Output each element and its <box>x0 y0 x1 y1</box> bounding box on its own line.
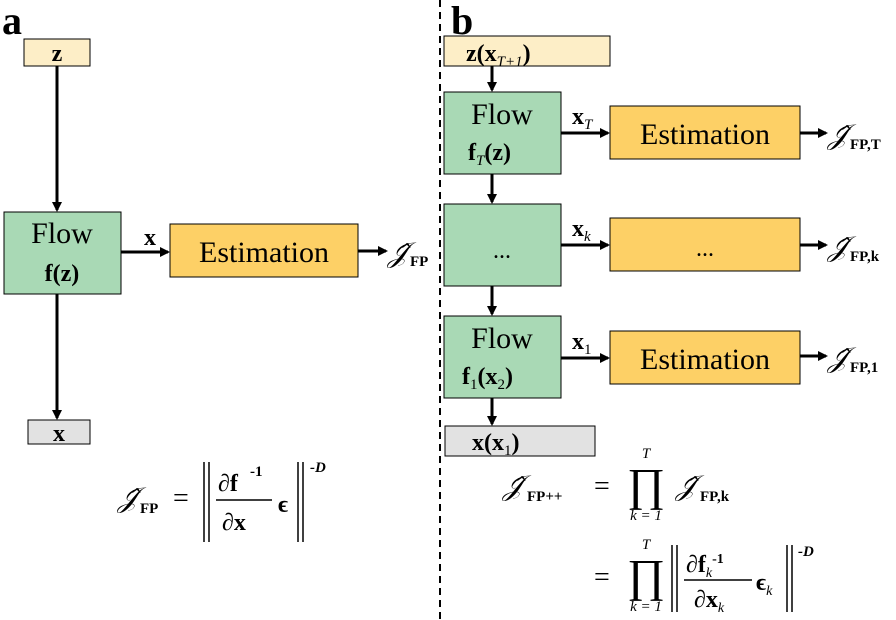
eq-a-denominator: ∂x <box>222 510 246 536</box>
panel-a-flow-box <box>3 211 122 295</box>
panel-b-estimation-k-box <box>609 217 801 272</box>
eq-b-exponent: -D <box>798 544 814 560</box>
eq-b-lhs-sub: FP++ <box>527 489 562 505</box>
panel-b-edge-k: xk <box>572 216 591 245</box>
panel-a-edge-var: x <box>144 225 156 251</box>
eq-b-num-sub: k <box>706 566 713 581</box>
edge-t-sub: T <box>584 117 594 133</box>
panel-b-final-sub: 1 <box>504 443 512 459</box>
panel-b-edge-t: xT <box>572 104 594 133</box>
panel-b-estimation-t-label: Estimation <box>640 118 770 151</box>
eq-a-exponent: -D <box>310 460 326 476</box>
flow-1-func-sub: 1 <box>470 377 478 393</box>
panel-b-flow-k-title: ... <box>493 238 511 264</box>
eq-b-equals-1: = <box>594 471 610 502</box>
panel-b-input-close: ) <box>523 41 531 67</box>
eq-a-lhs-sub: FP <box>140 501 158 517</box>
panel-b-equation: 𝒥̂ FP++ = T ∏ k = 1 𝒥̂ FP,k = T ∏ k = 1 … <box>501 446 814 616</box>
eq-b-numerator: ∂fk-1 <box>686 552 724 581</box>
panel-b-estimation-1-box <box>609 330 801 385</box>
eq-b-num-sup: -1 <box>712 552 724 567</box>
eq-b-prod-1: ∏ <box>627 459 665 510</box>
panel-b-final-main: x(x <box>472 430 504 456</box>
eq-b-num-main: ∂f <box>686 552 707 578</box>
eq-b-prod-bottom-1: k = 1 <box>630 508 662 524</box>
eq-b-eps-sub: k <box>766 584 773 599</box>
eq-b-term-sub: FP,k <box>700 489 730 505</box>
eq-b-denominator: ∂xk <box>694 587 725 616</box>
panel-b-output-t-sub: FP,T <box>850 137 881 153</box>
panel-b-flow-k-box <box>443 203 562 287</box>
panel-b-input-main: z(x <box>466 41 497 67</box>
panel-b-flow-1-box <box>443 315 562 399</box>
flow-t-func-name: f <box>468 140 477 166</box>
panel-b-final-label: x(x1) <box>472 430 520 459</box>
eq-b-prod-2: ∏ <box>627 550 665 601</box>
panel-b-input-box <box>443 35 611 67</box>
eq-b-den-main: ∂x <box>694 587 718 613</box>
panel-b-output-1-sub: FP,1 <box>850 360 878 376</box>
panel-b-input-label: z(xT+1) <box>466 41 531 70</box>
panel-a-equation: 𝒥̂ FP = ∂f -1 ∂x ϵ -D <box>116 460 326 542</box>
panel-b-output-k-sub: FP,k <box>850 249 880 265</box>
panel-b-flow-t-func: fT(z) <box>468 140 511 169</box>
eq-b-epsilon: ϵk <box>756 570 773 599</box>
panel-b-final-box <box>444 425 596 457</box>
flow-1-func-arg: (x <box>478 364 498 390</box>
panel-b-flow-1-title: Flow <box>471 322 533 355</box>
edge-1-var: x <box>572 329 584 355</box>
eq-b-den-sub: k <box>718 601 725 616</box>
panel-b-estimation-1-label: Estimation <box>640 343 770 376</box>
edge-1-sub: 1 <box>584 342 592 358</box>
flow-t-func-arg: (z) <box>484 140 511 166</box>
eq-b-prod-top-2: T <box>642 537 652 553</box>
edge-k-var: x <box>572 216 584 242</box>
panel-a-label: a <box>2 0 22 43</box>
eq-b-prod-top-1: T <box>642 446 652 462</box>
panel-b-final-close: ) <box>512 430 520 456</box>
eq-a-epsilon: ϵ <box>278 492 288 518</box>
edge-k-sub: k <box>584 229 591 245</box>
panel-b-edge-1: x1 <box>572 329 592 358</box>
panel-b-flow-1-func: f1(x2) <box>462 364 513 393</box>
panel-a-estimation-box <box>169 223 359 278</box>
flow-t-func-sub: T <box>476 153 486 169</box>
panel-a-estimation-label: Estimation <box>199 236 329 269</box>
edge-t-var: x <box>572 104 584 130</box>
panel-b-flow-t-box <box>443 91 562 175</box>
panel-b-input-sub: T+1 <box>497 54 523 70</box>
panel-b-estimation-k-label: ... <box>696 236 714 262</box>
eq-b-equals-2: = <box>594 562 610 593</box>
panel-a-final-box <box>27 419 91 445</box>
panel-b-flow-t-title: Flow <box>471 98 533 131</box>
eq-b-prod-bottom-2: k = 1 <box>630 599 662 615</box>
flow-1-func-arg-close: ) <box>505 364 513 390</box>
flow-1-func-name: f <box>462 364 471 390</box>
eq-b-eps-main: ϵ <box>756 570 766 596</box>
eq-a-numerator: ∂f <box>218 471 239 497</box>
panel-a-final-label: x <box>53 421 65 447</box>
panel-b-estimation-t-box <box>609 105 801 160</box>
eq-a-numerator-sup: -1 <box>250 464 263 480</box>
panel-a-input-label: z <box>52 41 63 67</box>
panel-a-flow-title: Flow <box>31 217 93 250</box>
panel-a-flow-func: f(z) <box>45 261 80 287</box>
panel-b-label: b <box>451 0 473 43</box>
eq-a-equals: = <box>173 483 189 514</box>
flow-1-func-arg-sub: 2 <box>498 377 506 393</box>
panel-a-output-sub: FP <box>410 254 428 270</box>
